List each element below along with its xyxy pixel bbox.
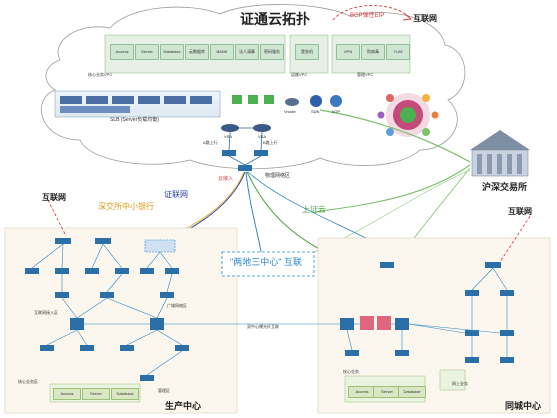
- broad-zone-label: 广域网络区: [167, 303, 187, 308]
- zhenglian-label: 证联网: [164, 190, 188, 199]
- srv-cloud: 云数据库: [185, 44, 209, 60]
- ntp-label: NTP: [332, 109, 340, 114]
- city-srv-database: Database: [398, 386, 426, 398]
- cloud-access-label: 云接入: [218, 176, 234, 182]
- shangzheng-cloud-label: 上证云: [302, 205, 326, 214]
- exchange-label: 沪深交易所: [482, 182, 528, 192]
- core-vpc-label: 核心业务VPC: [88, 72, 113, 77]
- physical-zone-label: 物理网络区: [265, 173, 291, 179]
- prod-srv-database: Database: [111, 388, 139, 400]
- srv-defense: 防病毒: [361, 44, 385, 60]
- vrouter-label: Vroute: [284, 109, 296, 114]
- internet-label-top: 互联网: [413, 14, 437, 23]
- srv-access: Access: [110, 44, 134, 60]
- vsa-label-b: VSA: [258, 134, 267, 139]
- exchange-building-icon: [470, 130, 530, 177]
- city-srv-server: Server: [373, 386, 401, 398]
- core-zone-left-label: 核心业务区: [18, 379, 38, 384]
- srv-bank: BANK: [210, 44, 234, 60]
- sdn-label: SDN: [311, 109, 320, 114]
- ops-zone-label: 网上业务: [452, 381, 468, 386]
- cloud-outline: [40, 4, 466, 170]
- srv-server: Server: [135, 44, 159, 60]
- ops-vpc-label: 运维VPC: [291, 72, 308, 77]
- vsa-label-a: VSA: [224, 134, 233, 139]
- security-wheel-icon: [377, 93, 439, 137]
- line-b-label: B路上行: [263, 140, 278, 145]
- mgmt-zone-label: 管理区: [158, 388, 170, 393]
- prod-srv-server: Server: [82, 388, 110, 400]
- city-srv-access: Access: [348, 386, 376, 398]
- three-center-box: [221, 251, 315, 277]
- dci-label: 双中心裸光纤互联: [247, 324, 279, 329]
- shenzhen-small-bank-label: 深交所中小银行: [98, 202, 154, 211]
- srv-law: 法人清算: [235, 44, 259, 60]
- core-zone-right-label: 核心业务: [343, 369, 359, 374]
- production-center-label: 生产中心: [165, 401, 202, 411]
- mgmt-vpc-label: 管理VPC: [357, 72, 374, 77]
- srv-yum: YUM: [386, 44, 410, 60]
- firewall-a: [360, 316, 374, 330]
- same-city-center-label: 同城中心: [505, 401, 542, 411]
- diagram-title: 证通云拓扑: [240, 11, 310, 27]
- internet-zone-label: 互联网接入区: [34, 310, 58, 315]
- internet-label-left: 互联网: [42, 193, 66, 202]
- line-a-label: A路上行: [203, 140, 218, 145]
- load-balancer-label: SLB (Server负载均衡): [110, 117, 159, 123]
- bgp-label: BGP弹性EIP: [350, 13, 385, 19]
- firewall-b: [377, 316, 391, 330]
- srv-database: Database: [160, 44, 184, 60]
- srv-bastion: 堡垒机: [295, 44, 319, 60]
- prod-srv-access: Access: [53, 388, 81, 400]
- srv-sec: 密码服务: [260, 44, 284, 60]
- internet-label-right: 互联网: [508, 207, 532, 216]
- srv-vpn: VPN: [336, 44, 360, 60]
- three-center-label: "两地三中心" 互联: [230, 257, 302, 267]
